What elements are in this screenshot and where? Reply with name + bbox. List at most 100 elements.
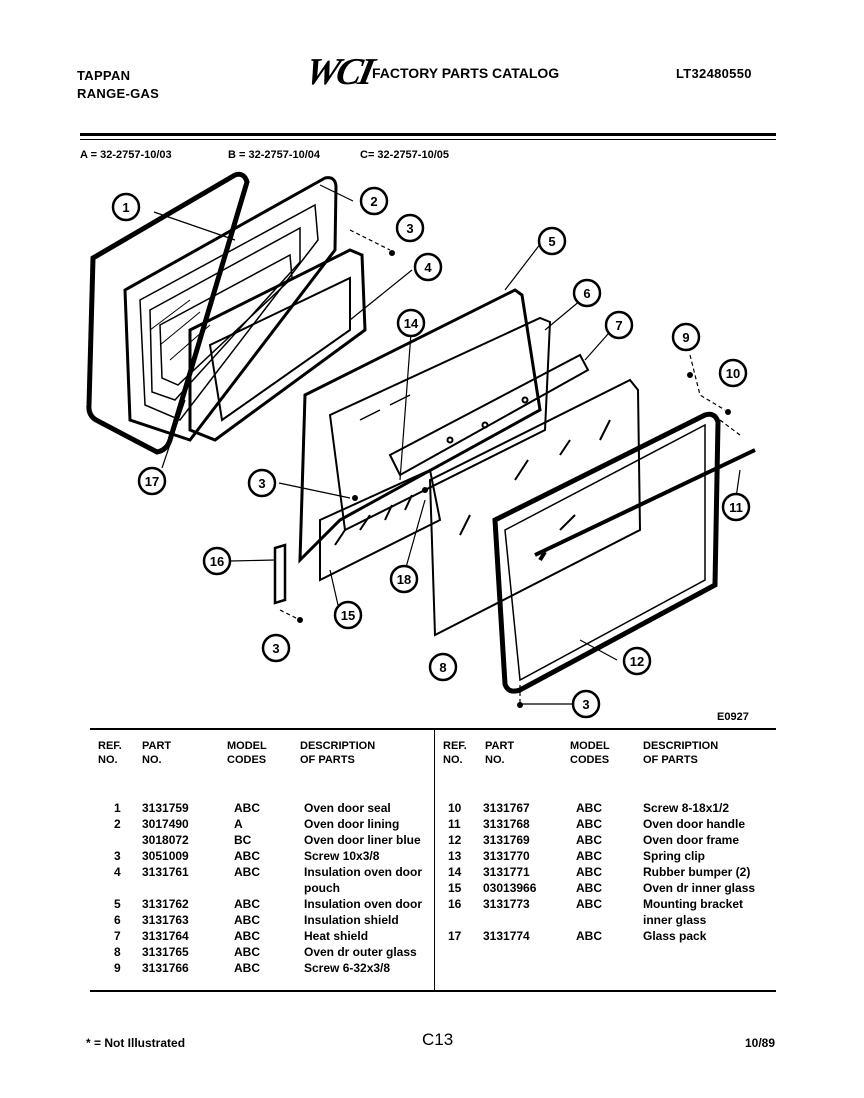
svg-text:9: 9 xyxy=(682,330,689,345)
part-number: 3131766 xyxy=(142,961,189,975)
part-ref: 7 xyxy=(114,929,121,943)
model-codes: ABC xyxy=(234,801,260,815)
model-codes: ABC xyxy=(576,801,602,815)
callout-19: 17 xyxy=(137,466,167,496)
model-codes: ABC xyxy=(234,913,260,927)
part-number: 3017490 xyxy=(142,817,189,831)
callout-18: 3 xyxy=(261,633,291,663)
product-type: RANGE-GAS xyxy=(77,86,160,101)
model-codes: ABC xyxy=(576,817,602,831)
not-illustrated-note: * = Not Illustrated xyxy=(86,1036,186,1050)
part-description: Rubber bumper (2) xyxy=(643,865,751,879)
model-number: LT32480550 xyxy=(676,66,752,81)
svg-text:11: 11 xyxy=(729,500,743,515)
callout-15: 3 xyxy=(247,468,277,498)
svg-text:3: 3 xyxy=(406,221,413,236)
part-description: Screw 8-18x1/2 xyxy=(643,801,730,815)
callout-1: 1 xyxy=(111,192,141,222)
part-description: Insulation oven door xyxy=(304,897,423,911)
part-description: Mounting bracket xyxy=(643,897,744,911)
part-description: Insulation oven door xyxy=(304,865,423,879)
svg-text:18: 18 xyxy=(397,572,411,587)
model-codes: ABC xyxy=(576,833,602,847)
part-inner-glass xyxy=(319,468,442,582)
svg-text:3: 3 xyxy=(272,641,279,656)
callout-7: 7 xyxy=(604,310,634,340)
callout-20: 14 xyxy=(396,308,426,338)
part-number: 3131764 xyxy=(142,929,189,943)
part-ref: 15 xyxy=(448,881,462,895)
part-number: 3131767 xyxy=(483,801,530,815)
part-ref: 6 xyxy=(114,913,121,927)
part-insulation-oven-door xyxy=(298,288,542,564)
part-description: Glass pack xyxy=(643,929,707,943)
svg-text:5: 5 xyxy=(548,234,555,249)
part-ref: 5 xyxy=(114,897,121,911)
callout-17: 18 xyxy=(389,564,419,594)
callout-4: 4 xyxy=(413,252,443,282)
header-ref-right: REF.NO. xyxy=(443,740,467,766)
part-oven-door-seal xyxy=(86,171,250,455)
part-number: 3131765 xyxy=(142,945,189,959)
part-description: Spring clip xyxy=(643,849,706,863)
part-number: 3131762 xyxy=(142,897,189,911)
model-codes: ABC xyxy=(234,849,260,863)
part-number: 3018072 xyxy=(142,833,189,847)
part-ref: 14 xyxy=(448,865,462,879)
part-description: Oven door lining xyxy=(304,817,400,831)
callout-10: 11 xyxy=(721,492,751,522)
part-number: 03013966 xyxy=(483,881,537,895)
part-description: Oven door seal xyxy=(304,801,391,815)
part-ref: 13 xyxy=(448,849,462,863)
part-ref: 8 xyxy=(114,945,121,959)
part-description: Screw 6-32x3/8 xyxy=(304,961,391,975)
callout-3: 3 xyxy=(395,213,425,243)
header-rule-bottom xyxy=(80,139,776,140)
part-ref: 4 xyxy=(114,865,121,879)
model-codes: BC xyxy=(234,833,252,847)
part-description: Oven dr inner glass xyxy=(643,881,756,895)
svg-text:10: 10 xyxy=(726,366,740,381)
model-code-c: C= 32-2757-10/05 xyxy=(360,149,449,161)
part-ref: 16 xyxy=(448,897,462,911)
part-description: Heat shield xyxy=(304,929,369,943)
svg-text:7: 7 xyxy=(615,318,622,333)
part-description: Oven door handle xyxy=(643,817,746,831)
catalog-date: 10/89 xyxy=(745,1036,776,1050)
callout-12: 3 xyxy=(571,689,601,719)
model-codes: ABC xyxy=(576,897,602,911)
part-number: 3131774 xyxy=(483,929,530,943)
part-ref: 9 xyxy=(114,961,121,975)
header-rule-top xyxy=(80,133,776,136)
svg-text:3: 3 xyxy=(582,697,589,712)
callout-16: 16 xyxy=(202,546,232,576)
svg-text:14: 14 xyxy=(404,316,419,331)
header-ref: REF.NO. xyxy=(98,740,122,766)
part-ref: 17 xyxy=(448,929,462,943)
model-codes: ABC xyxy=(576,929,602,943)
part-description: pouch xyxy=(304,881,340,895)
catalog-title: FACTORY PARTS CATALOG xyxy=(372,65,560,81)
table-rule-top xyxy=(90,728,776,730)
part-number: 3131761 xyxy=(142,865,189,879)
part-ref: 3 xyxy=(114,849,121,863)
callout-2: 2 xyxy=(359,186,389,216)
part-description: Insulation shield xyxy=(304,913,399,927)
model-codes: ABC xyxy=(576,849,602,863)
part-number: 3131769 xyxy=(483,833,530,847)
part-ref: 12 xyxy=(448,833,462,847)
model-codes: ABC xyxy=(576,865,602,879)
svg-text:1: 1 xyxy=(122,200,129,215)
svg-text:3: 3 xyxy=(258,476,265,491)
svg-text:17: 17 xyxy=(145,474,159,489)
svg-text:4: 4 xyxy=(424,260,432,275)
part-description: Oven door liner blue xyxy=(304,833,421,847)
part-ref: 1 xyxy=(114,801,121,815)
page-code: C13 xyxy=(422,1030,454,1049)
table-rule-bottom xyxy=(90,990,776,992)
part-ref: 2 xyxy=(114,817,121,831)
